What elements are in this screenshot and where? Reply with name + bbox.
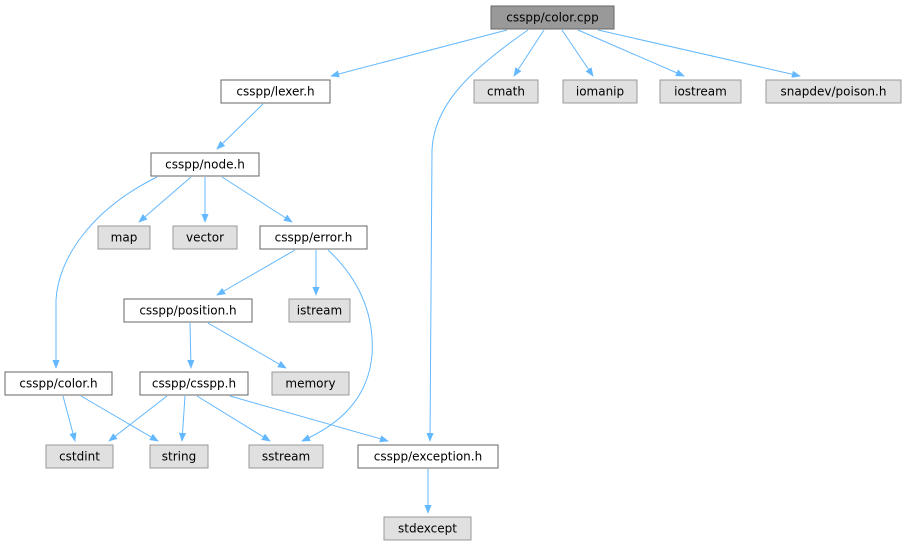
node-label: iostream	[674, 85, 727, 99]
node-stdexcept: stdexcept	[383, 516, 472, 541]
node-box	[562, 79, 638, 104]
edge-error_h-to-position_h	[216, 249, 296, 296]
node-label: csspp/csspp.h	[152, 377, 236, 391]
node-color-h[interactable]: csspp/color.h	[4, 371, 113, 396]
node-string: string	[149, 444, 209, 469]
nodes-layer: csspp/color.cpp csspp/lexer.h cmath iomanip…	[4, 5, 902, 541]
node-box	[149, 444, 209, 469]
node-box	[248, 444, 324, 469]
node-box	[139, 371, 249, 396]
node-box	[172, 225, 238, 250]
node-poison-h: snapdev/poison.h	[765, 79, 902, 104]
edge-node_h-to-error_h	[221, 176, 293, 223]
node-label: stdexcept	[398, 522, 457, 536]
node-box	[357, 444, 499, 469]
node-map: map	[97, 225, 151, 250]
edge-csspp_h-to-string	[178, 395, 187, 442]
node-box	[220, 79, 331, 104]
node-label: csspp/position.h	[139, 304, 236, 318]
edge-color_h-to-string	[80, 395, 159, 442]
node-sstream: sstream	[248, 444, 324, 469]
edge-lexer_h-to-node_h	[216, 103, 264, 150]
node-box	[123, 298, 253, 323]
edge-color_cpp-to-exception_h	[426, 29, 529, 442]
node-iomanip: iomanip	[562, 79, 638, 104]
node-label: sstream	[262, 450, 310, 464]
node-exception-h[interactable]: csspp/exception.h	[357, 444, 499, 469]
node-box	[4, 371, 113, 396]
edge-csspp_h-to-exception_h	[229, 395, 389, 443]
node-lexer-h[interactable]: csspp/lexer.h	[220, 79, 331, 104]
node-label: csspp/node.h	[165, 158, 245, 172]
node-cstdint: cstdint	[45, 444, 114, 469]
node-label: csspp/error.h	[275, 231, 353, 245]
node-iostream: iostream	[659, 79, 742, 104]
node-csspp-h[interactable]: csspp/csspp.h	[139, 371, 249, 396]
edge-node_h-to-color_h	[52, 176, 158, 369]
node-box	[765, 79, 902, 104]
edge-color_cpp-to-iomanip	[561, 29, 594, 77]
edge-color_cpp-to-poison_h	[597, 29, 801, 78]
node-box	[288, 298, 351, 323]
edge-color_cpp-to-iostream	[577, 29, 685, 77]
edges-layer	[52, 29, 801, 514]
node-label: csspp/exception.h	[374, 450, 482, 464]
node-node-h[interactable]: csspp/node.h	[150, 152, 260, 177]
node-label: iomanip	[576, 85, 624, 99]
edge-position_h-to-memory	[207, 322, 287, 369]
node-memory: memory	[271, 371, 350, 396]
node-label: string	[162, 450, 196, 464]
node-label: cstdint	[59, 450, 100, 464]
node-box	[259, 225, 368, 250]
node-label: csspp/color.cpp	[506, 11, 598, 25]
node-error-h[interactable]: csspp/error.h	[259, 225, 368, 250]
node-color-cpp: csspp/color.cpp	[490, 5, 615, 30]
node-box	[45, 444, 114, 469]
node-label: memory	[285, 377, 335, 391]
node-box	[150, 152, 260, 177]
node-label: cmath	[487, 85, 525, 99]
edge-color_h-to-cstdint	[62, 395, 77, 442]
edge-color_cpp-to-cmath	[513, 29, 545, 77]
node-position-h[interactable]: csspp/position.h	[123, 298, 253, 323]
node-box	[473, 79, 539, 104]
node-vector: vector	[172, 225, 238, 250]
edge-node_h-to-map	[138, 176, 192, 223]
edge-csspp_h-to-cstdint	[108, 395, 168, 442]
edge-position_h-to-csspp_h	[187, 322, 195, 369]
node-label: vector	[186, 231, 224, 245]
node-box	[97, 225, 151, 250]
node-box	[383, 516, 472, 541]
edge-color_cpp-to-lexer_h	[330, 29, 508, 78]
node-cmath: cmath	[473, 79, 539, 104]
node-istream: istream	[288, 298, 351, 323]
node-label: istream	[297, 304, 342, 318]
node-label: map	[111, 231, 138, 245]
node-box	[271, 371, 350, 396]
node-label: csspp/lexer.h	[236, 85, 314, 99]
node-label: csspp/color.h	[19, 377, 97, 391]
node-box	[659, 79, 742, 104]
node-label: snapdev/poison.h	[781, 85, 887, 99]
node-box	[490, 5, 615, 30]
edge-error_h-to-sstream	[301, 249, 373, 442]
edge-csspp_h-to-sstream	[196, 395, 271, 442]
